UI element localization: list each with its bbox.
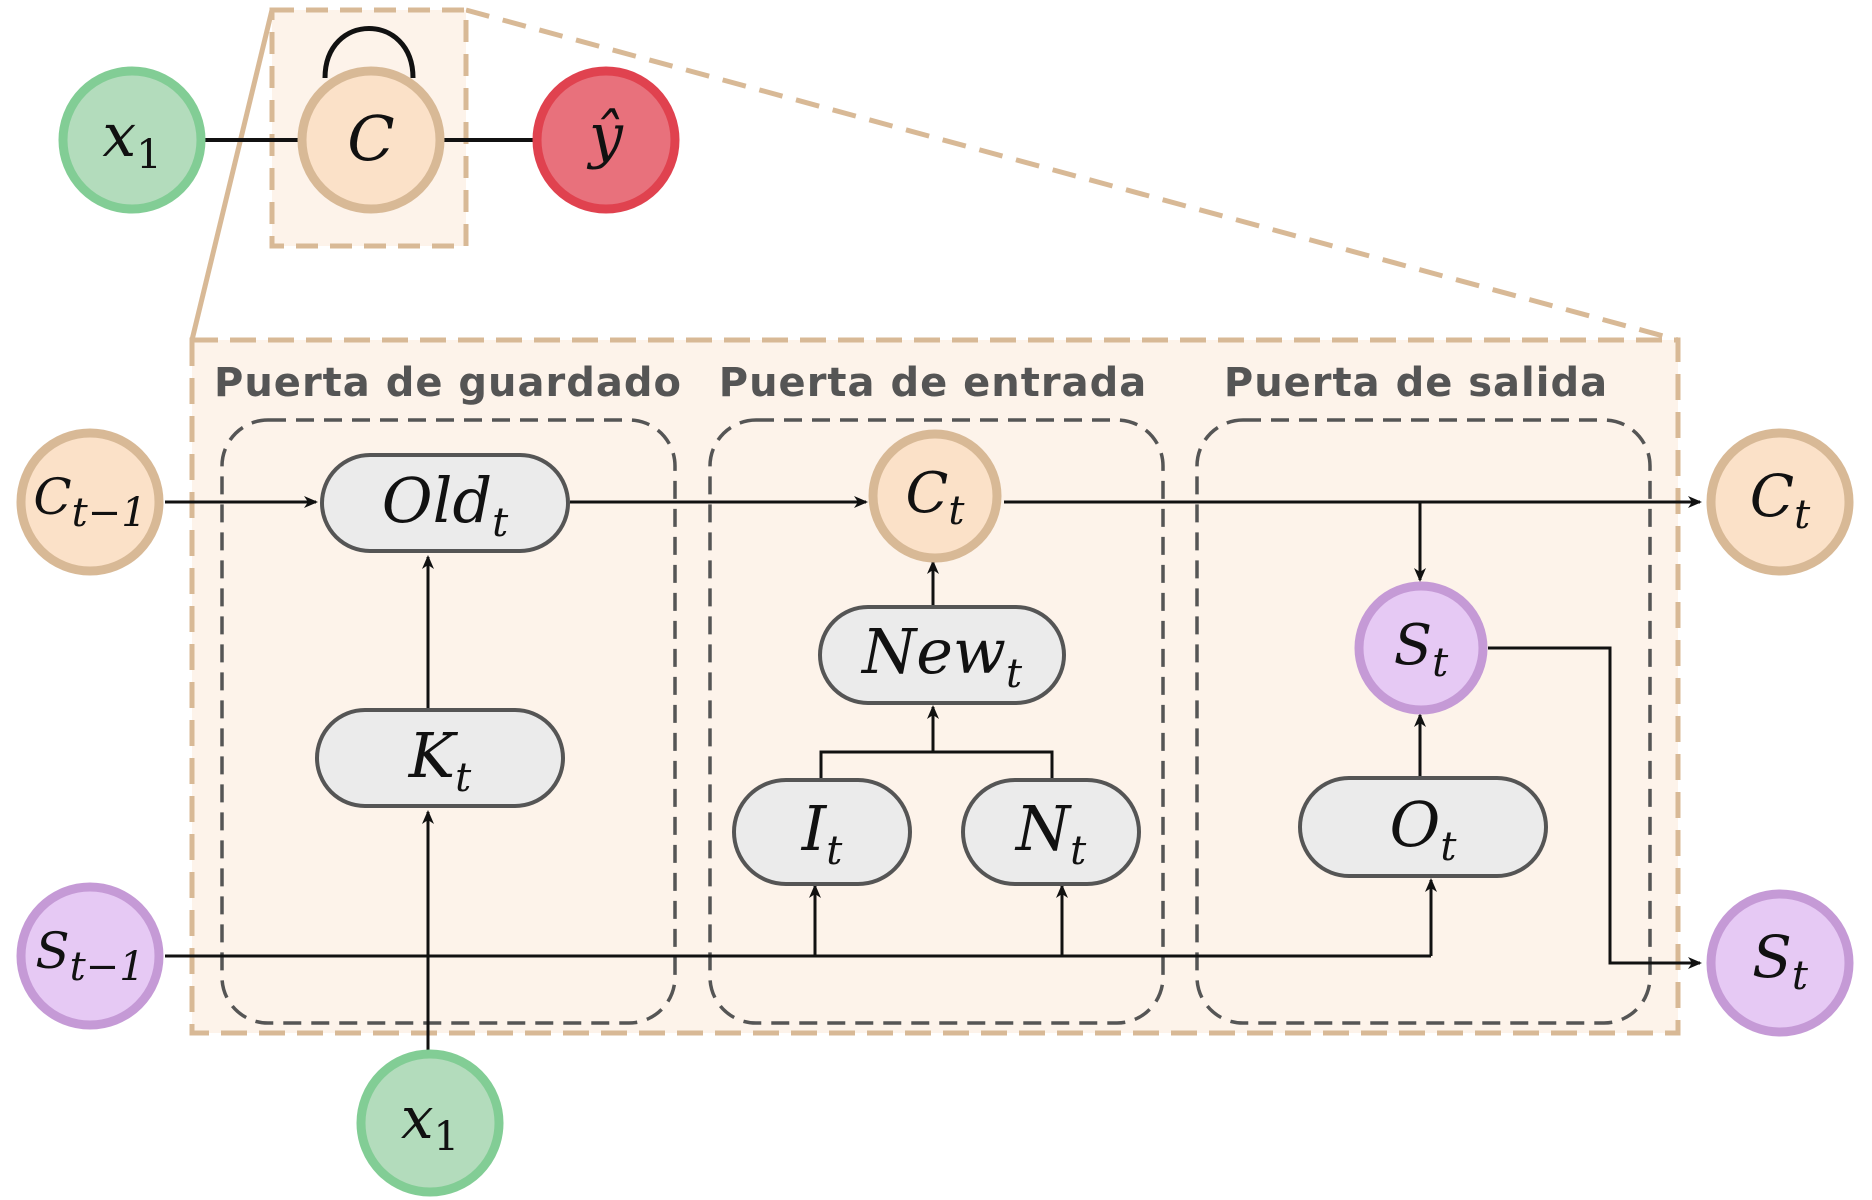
s-prev-label: S xyxy=(35,922,69,980)
new-node: Newt xyxy=(818,605,1066,705)
svg-text:Kt: Kt xyxy=(408,719,472,801)
ct-label: C xyxy=(906,461,949,526)
x-in-label: x xyxy=(401,1084,434,1152)
svg-text:Nt: Nt xyxy=(1014,792,1087,874)
s-prev-node: St−1 xyxy=(16,882,164,1030)
zoom-line-left xyxy=(189,9,275,341)
s-out-node: St xyxy=(1706,889,1854,1037)
st-sub: t xyxy=(1432,640,1449,686)
s-prev-sub: t−1 xyxy=(70,944,145,990)
top-output-label: ŷ xyxy=(586,101,624,171)
zoom-lines xyxy=(189,7,1679,343)
o-sub: t xyxy=(1440,824,1457,870)
top-input-sub: 1 xyxy=(136,132,161,178)
svg-text:Ct−1: Ct−1 xyxy=(33,468,146,536)
x-in-sub: 1 xyxy=(434,1114,459,1160)
input-gate-label: Puerta de entrada xyxy=(719,360,1147,406)
svg-text:It: It xyxy=(801,792,844,874)
o-label: O xyxy=(1390,788,1441,861)
o-node: Ot xyxy=(1298,776,1548,878)
svg-text:x1: x1 xyxy=(401,1084,459,1160)
n-sub: t xyxy=(1070,828,1087,874)
top-output-node: ŷ xyxy=(532,66,680,214)
svg-text:x1: x1 xyxy=(102,101,161,178)
svg-text:Ct: Ct xyxy=(906,461,966,534)
c-out-sub: t xyxy=(1794,492,1811,538)
output-gate-box xyxy=(1195,418,1652,1025)
new-label: New xyxy=(860,615,1006,688)
top-cell-label: C xyxy=(347,102,394,175)
top-cell-node: C xyxy=(297,66,445,214)
x-in-node: x1 xyxy=(356,1049,504,1197)
input-gate-box xyxy=(708,418,1165,1025)
forget-gate-label: Puerta de guardado xyxy=(214,360,682,406)
output-gate-label: Puerta de salida xyxy=(1224,360,1608,406)
svg-text:Ot: Ot xyxy=(1390,788,1458,870)
svg-text:St: St xyxy=(1394,613,1449,686)
st-node: St xyxy=(1354,581,1488,715)
edge-st-sout xyxy=(1488,646,1702,969)
s-out-sub: t xyxy=(1792,953,1809,999)
svg-text:St−1: St−1 xyxy=(35,922,144,990)
edge-i-n-merge xyxy=(819,750,1054,778)
c-out-node: Ct xyxy=(1706,428,1854,576)
i-node: It xyxy=(732,778,912,886)
c-prev-label: C xyxy=(33,468,71,526)
top-input-node: x1 xyxy=(58,66,206,214)
old-node: Oldt xyxy=(320,453,570,553)
c-prev-node: Ct−1 xyxy=(16,428,164,576)
k-sub: t xyxy=(455,755,472,801)
c-out-label: C xyxy=(1750,462,1794,530)
new-sub: t xyxy=(1006,651,1023,697)
c-prev-sub: t−1 xyxy=(72,490,147,536)
st-label: S xyxy=(1394,613,1432,678)
ct-sub: t xyxy=(948,488,965,534)
svg-text:St: St xyxy=(1752,923,1809,999)
k-label: K xyxy=(408,719,459,792)
old-sub: t xyxy=(492,500,509,546)
ct-node: Ct xyxy=(868,429,1002,563)
s-out-label: S xyxy=(1752,923,1792,991)
n-node: Nt xyxy=(961,778,1141,886)
svg-text:Oldt: Oldt xyxy=(382,464,509,546)
svg-text:Ct: Ct xyxy=(1750,462,1811,538)
i-sub: t xyxy=(826,828,843,874)
k-node: Kt xyxy=(315,708,565,808)
forget-gate-box xyxy=(220,418,677,1025)
zoom-line-right xyxy=(465,7,1679,343)
n-label: N xyxy=(1014,792,1073,865)
i-label: I xyxy=(801,792,828,865)
svg-text:Newt: Newt xyxy=(860,615,1023,697)
recurrent-loop xyxy=(322,26,416,79)
connections xyxy=(165,496,1702,1050)
top-input-label: x xyxy=(102,101,136,171)
old-label: Old xyxy=(382,464,492,537)
